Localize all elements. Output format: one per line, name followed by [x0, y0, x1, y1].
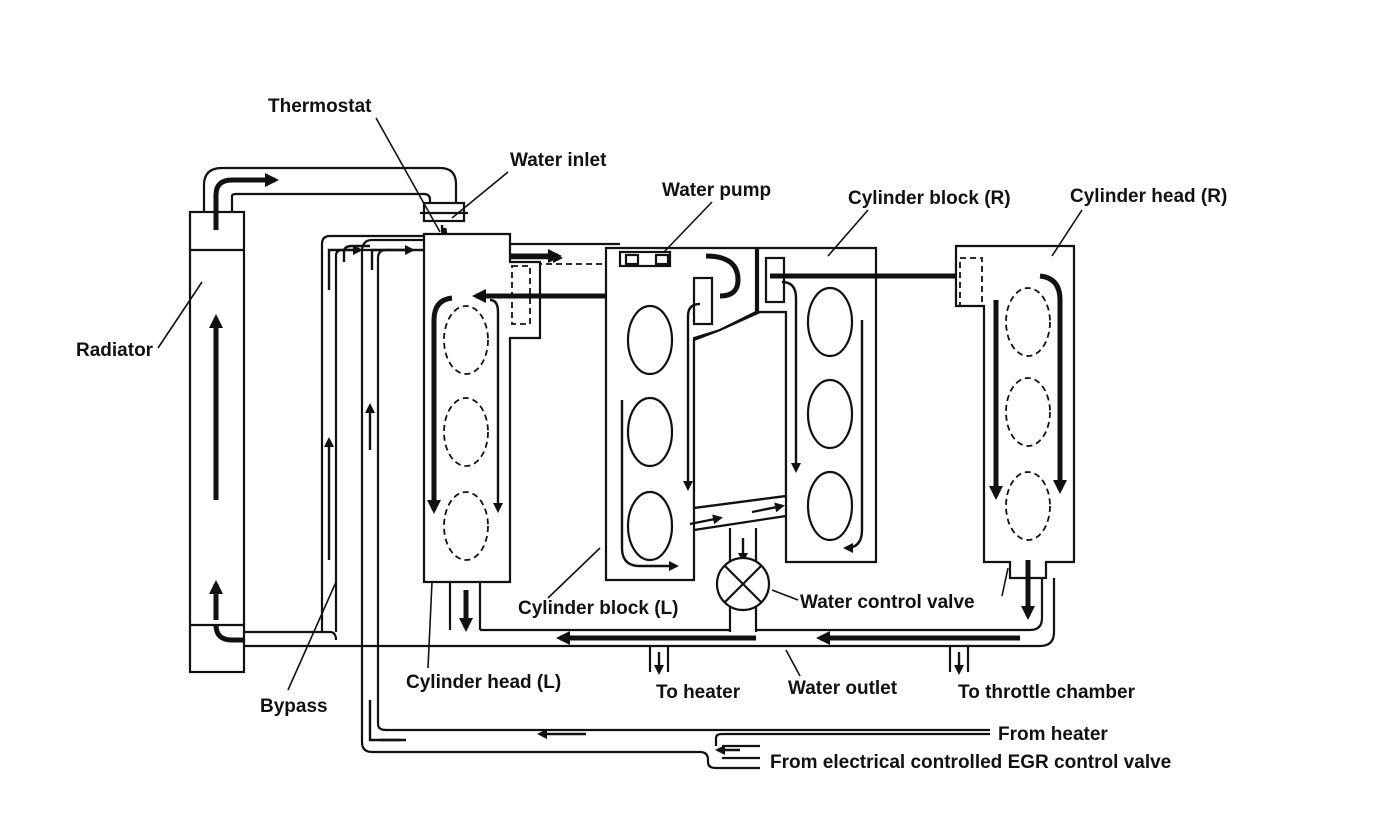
label-from-egr: From electrical controlled EGR control v… — [770, 752, 1171, 773]
cylinder-head-r — [954, 244, 1076, 620]
label-water-control-valve: Water control valve — [800, 592, 975, 613]
radiator-component — [188, 173, 279, 674]
label-to-throttle-chamber: To throttle chamber — [958, 682, 1136, 703]
label-bypass: Bypass — [260, 696, 328, 717]
label-thermostat: Thermostat — [268, 96, 372, 117]
label-to-heater: To heater — [656, 682, 741, 703]
water-control-valve — [715, 528, 771, 632]
upper-hose — [202, 166, 458, 212]
water-outlet-pipe — [244, 578, 1056, 675]
label-cylinder-head-l: Cylinder head (L) — [406, 672, 561, 693]
heater-return-pipes — [360, 723, 990, 770]
labels: Thermostat Water inlet Water pump Cylind… — [76, 96, 1227, 773]
label-water-pump: Water pump — [662, 180, 771, 201]
cylinder-block-r — [756, 246, 878, 564]
crossover-passage — [689, 310, 788, 532]
leader-lines — [157, 117, 1083, 691]
label-radiator: Radiator — [76, 340, 154, 361]
label-cylinder-block-l: Cylinder block (L) — [518, 598, 678, 619]
label-cylinder-head-r: Cylinder head (R) — [1070, 186, 1227, 207]
label-water-outlet: Water outlet — [788, 678, 898, 699]
cylinder-head-l — [422, 232, 542, 632]
label-water-inlet: Water inlet — [510, 150, 607, 171]
label-cylinder-block-r: Cylinder block (R) — [848, 188, 1011, 209]
cylinder-block-l — [604, 246, 758, 582]
label-from-heater: From heater — [998, 724, 1108, 745]
bypass-pipes — [320, 234, 424, 742]
